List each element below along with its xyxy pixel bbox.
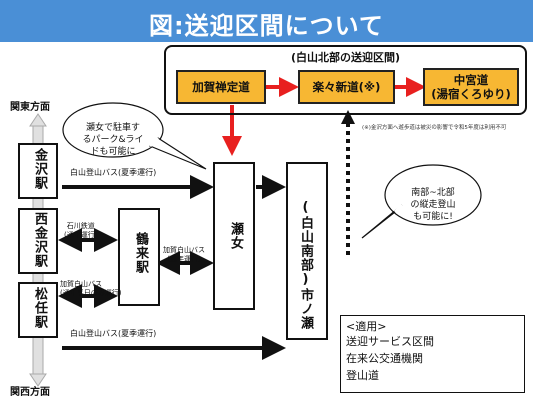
route-label-kaga-right-text: 加賀白山バス (通年運行) [163, 246, 205, 263]
speech-bubble-right [361, 164, 482, 239]
route-label-kaga-left: 加賀白山バス (通年平日のみ運行) [60, 272, 121, 297]
legend-title: <適用> [346, 320, 387, 333]
station-nishikanazawa [18, 208, 58, 274]
stop-chugu-michi: 中宮道 (湯宿くろゆり) [423, 68, 519, 106]
direction-kansai: 関西方面 [10, 387, 50, 398]
direction-kanto: 関東方面 [10, 102, 50, 113]
hub-ichinose [286, 162, 328, 340]
route-label-bus-bottom: 白山登山バス(夏季運行) [70, 329, 157, 338]
legend-item-service: 送迎サービス区間 [346, 335, 434, 348]
hub-senami-label: 瀬女 [228, 222, 243, 250]
bubble-left-text: 瀬女で駐車す るパーク&ライ ドも可能に [72, 110, 154, 159]
stop-kaga-zenjodo: 加賀禅定道 [176, 70, 266, 104]
station-kanazawa [18, 143, 58, 199]
trail-line [341, 110, 355, 255]
station-nishikanazawa-label: 西金沢駅 [32, 212, 47, 268]
station-tsurugi-label: 鶴来駅 [133, 232, 148, 274]
station-kanazawa-label: 金沢駅 [32, 148, 47, 190]
service-line-north [222, 77, 426, 156]
north-group-title: (白山北部の送迎区間) [290, 51, 401, 64]
hub-ichinose-label: (白山南部)市ノ瀬 [298, 200, 313, 330]
bubble-right-content: 南部~北部 の縦走登山 も可能に! [410, 188, 456, 223]
legend-item-transit: 在来公交通機関 [346, 352, 423, 365]
bubble-left-content: 瀬女で駐車す るパーク&ライ ドも可能に [82, 123, 144, 158]
speech-bubble-left [62, 102, 207, 170]
hub-senami [213, 162, 255, 310]
route-label-rail: 石川鉄道 (通年運行) [64, 214, 97, 239]
stop-label: 中宮道 (湯宿くろゆり) [431, 72, 511, 101]
north-group-frame [164, 45, 527, 115]
station-matto [18, 282, 58, 338]
stop-rakuraku-shindo: 楽々新道(※) [298, 70, 395, 104]
route-label-kaga-left-text: 加賀白山バス (通年平日のみ運行) [60, 280, 122, 297]
stop-label: 楽々新道(※) [312, 79, 381, 94]
station-matto-label: 松任駅 [32, 287, 47, 329]
bubble-right-text: 南部~北部 の縦走登山 も可能に! [393, 175, 473, 224]
legend-box [340, 315, 525, 393]
page-title: 図:送迎区間について [149, 12, 384, 40]
route-label-rail-text: 石川鉄道 (通年運行) [64, 222, 98, 239]
legend-item-trail: 登山道 [346, 369, 379, 382]
title-bar: 図:送迎区間について [0, 0, 533, 42]
north-group-note: (※)金沢方面へ遊歩道は被災の影響で令和5年度は利用不可 [362, 125, 507, 131]
stop-label: 加賀禅定道 [192, 79, 250, 94]
route-label-bus-top: 白山登山バス(夏季運行) [70, 168, 157, 177]
route-label-kaga-right: 加賀白山バス (通年運行) [163, 238, 205, 263]
station-tsurugi [118, 208, 160, 306]
